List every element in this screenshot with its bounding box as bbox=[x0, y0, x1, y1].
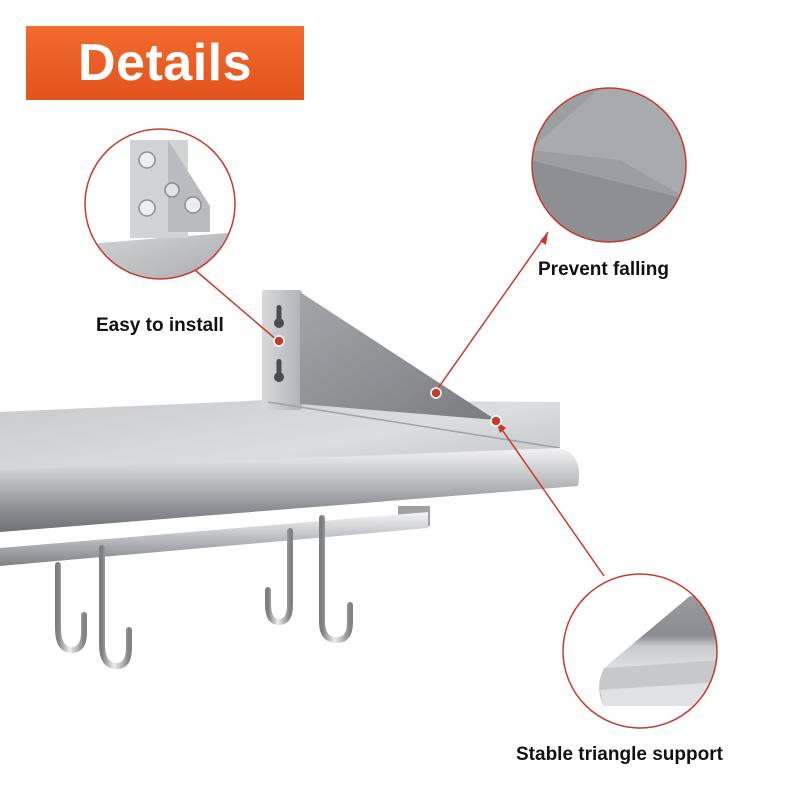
details-banner: Details bbox=[26, 26, 304, 100]
marker-dot-stable bbox=[490, 415, 502, 427]
zoom-circle-prevent bbox=[531, 87, 687, 243]
banner-title: Details bbox=[77, 34, 253, 92]
label-stable-triangle-support: Stable triangle support bbox=[516, 744, 723, 765]
marker-dot-install bbox=[273, 335, 285, 347]
label-prevent-falling: Prevent falling bbox=[538, 259, 669, 280]
hook-icon bbox=[265, 528, 293, 626]
zoom-circle-install bbox=[84, 128, 236, 280]
shelf-front-lip bbox=[0, 448, 580, 532]
bracket-wall-plate bbox=[262, 290, 302, 410]
callout-lines bbox=[194, 231, 605, 577]
hooks bbox=[55, 515, 353, 670]
marker-dot-prevent bbox=[430, 387, 442, 399]
keyhole-slot-icon bbox=[274, 305, 284, 382]
triangle-bracket bbox=[300, 292, 496, 420]
label-easy-to-install: Easy to install bbox=[96, 315, 224, 336]
zoom-circle-stable bbox=[562, 573, 718, 729]
marker-dots bbox=[273, 335, 502, 427]
shelf bbox=[0, 290, 580, 566]
hook-icon bbox=[319, 515, 353, 644]
hook-icon bbox=[99, 545, 132, 670]
hook-icon bbox=[55, 562, 87, 654]
